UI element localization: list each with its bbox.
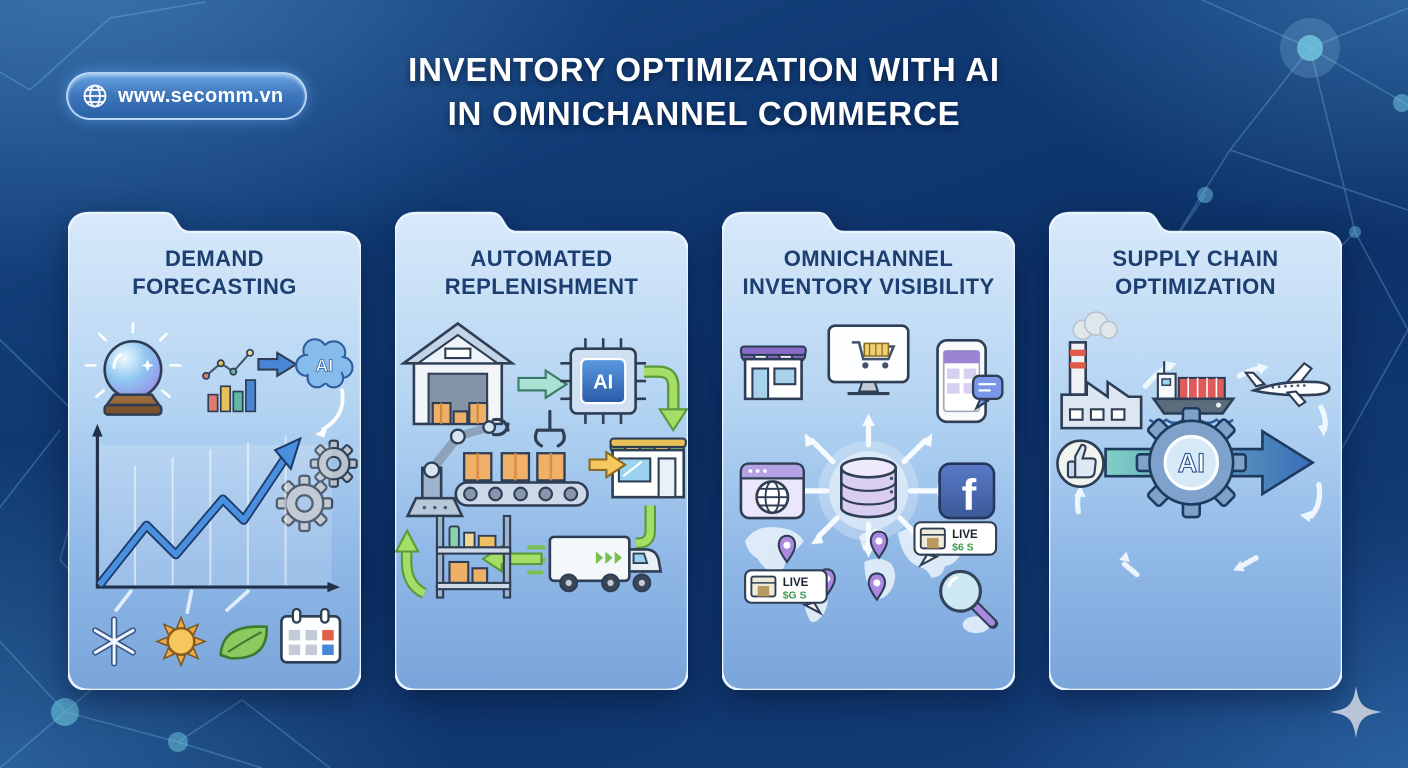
svg-text:LIVE: LIVE: [783, 577, 809, 589]
card-title: SUPPLY CHAIN OPTIMIZATION: [1112, 246, 1279, 299]
card-omnichannel-inventory-visibility: OMNICHANNEL INVENTORY VISIBILITY: [722, 185, 1015, 690]
factory-icon: [1060, 311, 1143, 430]
card-title: DEMAND FORECASTING: [132, 246, 297, 299]
arrow-up-icon: [395, 528, 428, 599]
conveyor-boxes-icon: [454, 409, 589, 507]
mobile-chat-icon: [936, 338, 1004, 424]
arrow-right-icon: [257, 350, 299, 378]
magnifier-icon: [939, 569, 999, 629]
location-pin-icon: [777, 530, 889, 602]
card-title: AUTOMATED REPLENISHMENT: [444, 246, 639, 299]
browser-globe-icon: [739, 462, 805, 520]
ai-brain-icon: AI: [295, 338, 354, 389]
database-icon: [840, 457, 897, 519]
sun-icon: [154, 615, 208, 668]
desktop-cart-icon: [827, 324, 910, 396]
website-badge[interactable]: www.secomm.vn: [66, 72, 308, 120]
supply-chain-illustration: AI: [1056, 311, 1331, 578]
live-badge-icon: LIVE $G S: [744, 569, 828, 616]
sparkle-icon: [1330, 686, 1382, 738]
page-title-line2: IN OMNICHANNEL COMMERCE: [447, 94, 961, 132]
shelf-icon: [435, 514, 512, 599]
arrow-right-icon: [517, 368, 569, 400]
svg-text:$6 S: $6 S: [952, 542, 974, 553]
crystal-ball-icon: [84, 322, 182, 416]
warehouse-icon: [399, 321, 517, 426]
growth-line-chart-icon: [92, 423, 340, 614]
svg-text:f: f: [962, 471, 977, 520]
demand-forecasting-illustration: AI: [84, 322, 358, 668]
cycle-arrows-icon: [1074, 361, 1329, 578]
omnichannel-visibility-illustration: f LIVE $6 S: [739, 324, 1004, 634]
mini-bar-chart-icon: [202, 348, 257, 413]
svg-text:LIVE: LIVE: [952, 529, 978, 541]
robot-arm-icon: [405, 417, 510, 518]
facebook-icon: f: [938, 462, 996, 520]
cargo-ship-icon: [1148, 361, 1236, 425]
arrow-down-left-icon: [635, 505, 657, 549]
ai-gear-icon: AI: [1135, 406, 1248, 519]
card-title: OMNICHANNEL INVENTORY VISIBILITY: [742, 246, 995, 299]
storefront-icon: [739, 345, 807, 401]
folder-card-shape: [68, 211, 361, 690]
airplane-icon: [1243, 361, 1331, 408]
card-demand-forecasting: DEMAND FORECASTING: [68, 185, 361, 690]
svg-text:AI: AI: [593, 371, 613, 393]
snowflake-icon: [92, 616, 137, 667]
thumbs-up-icon: [1056, 439, 1105, 488]
live-badge-icon: LIVE $6 S: [913, 521, 998, 568]
website-url: www.secomm.vn: [118, 84, 284, 107]
arrow-down-icon: [643, 365, 688, 433]
automated-replenishment-illustration: AI: [395, 321, 688, 599]
page-title-line1: INVENTORY OPTIMIZATION WITH AI: [408, 51, 1000, 88]
calendar-icon: [280, 607, 342, 664]
delivery-truck-icon: [518, 535, 663, 593]
svg-text:AI: AI: [315, 356, 333, 376]
card-automated-replenishment: AUTOMATED REPLENISHMENT: [395, 185, 688, 690]
svg-text:$G S: $G S: [783, 591, 807, 602]
leaf-icon: [219, 625, 269, 660]
globe-icon: [83, 84, 107, 108]
card-supply-chain-optimization: SUPPLY CHAIN OPTIMIZATION: [1049, 185, 1342, 690]
curved-arrow-icon: [314, 388, 345, 438]
ai-chip-icon: AI: [560, 338, 647, 424]
arrow-right-small-icon: [588, 450, 628, 480]
storefront-icon: [609, 437, 687, 499]
page-title: INVENTORY OPTIMIZATION WITH AI IN OMNICH…: [0, 48, 1408, 136]
svg-text:AI: AI: [1178, 447, 1205, 478]
